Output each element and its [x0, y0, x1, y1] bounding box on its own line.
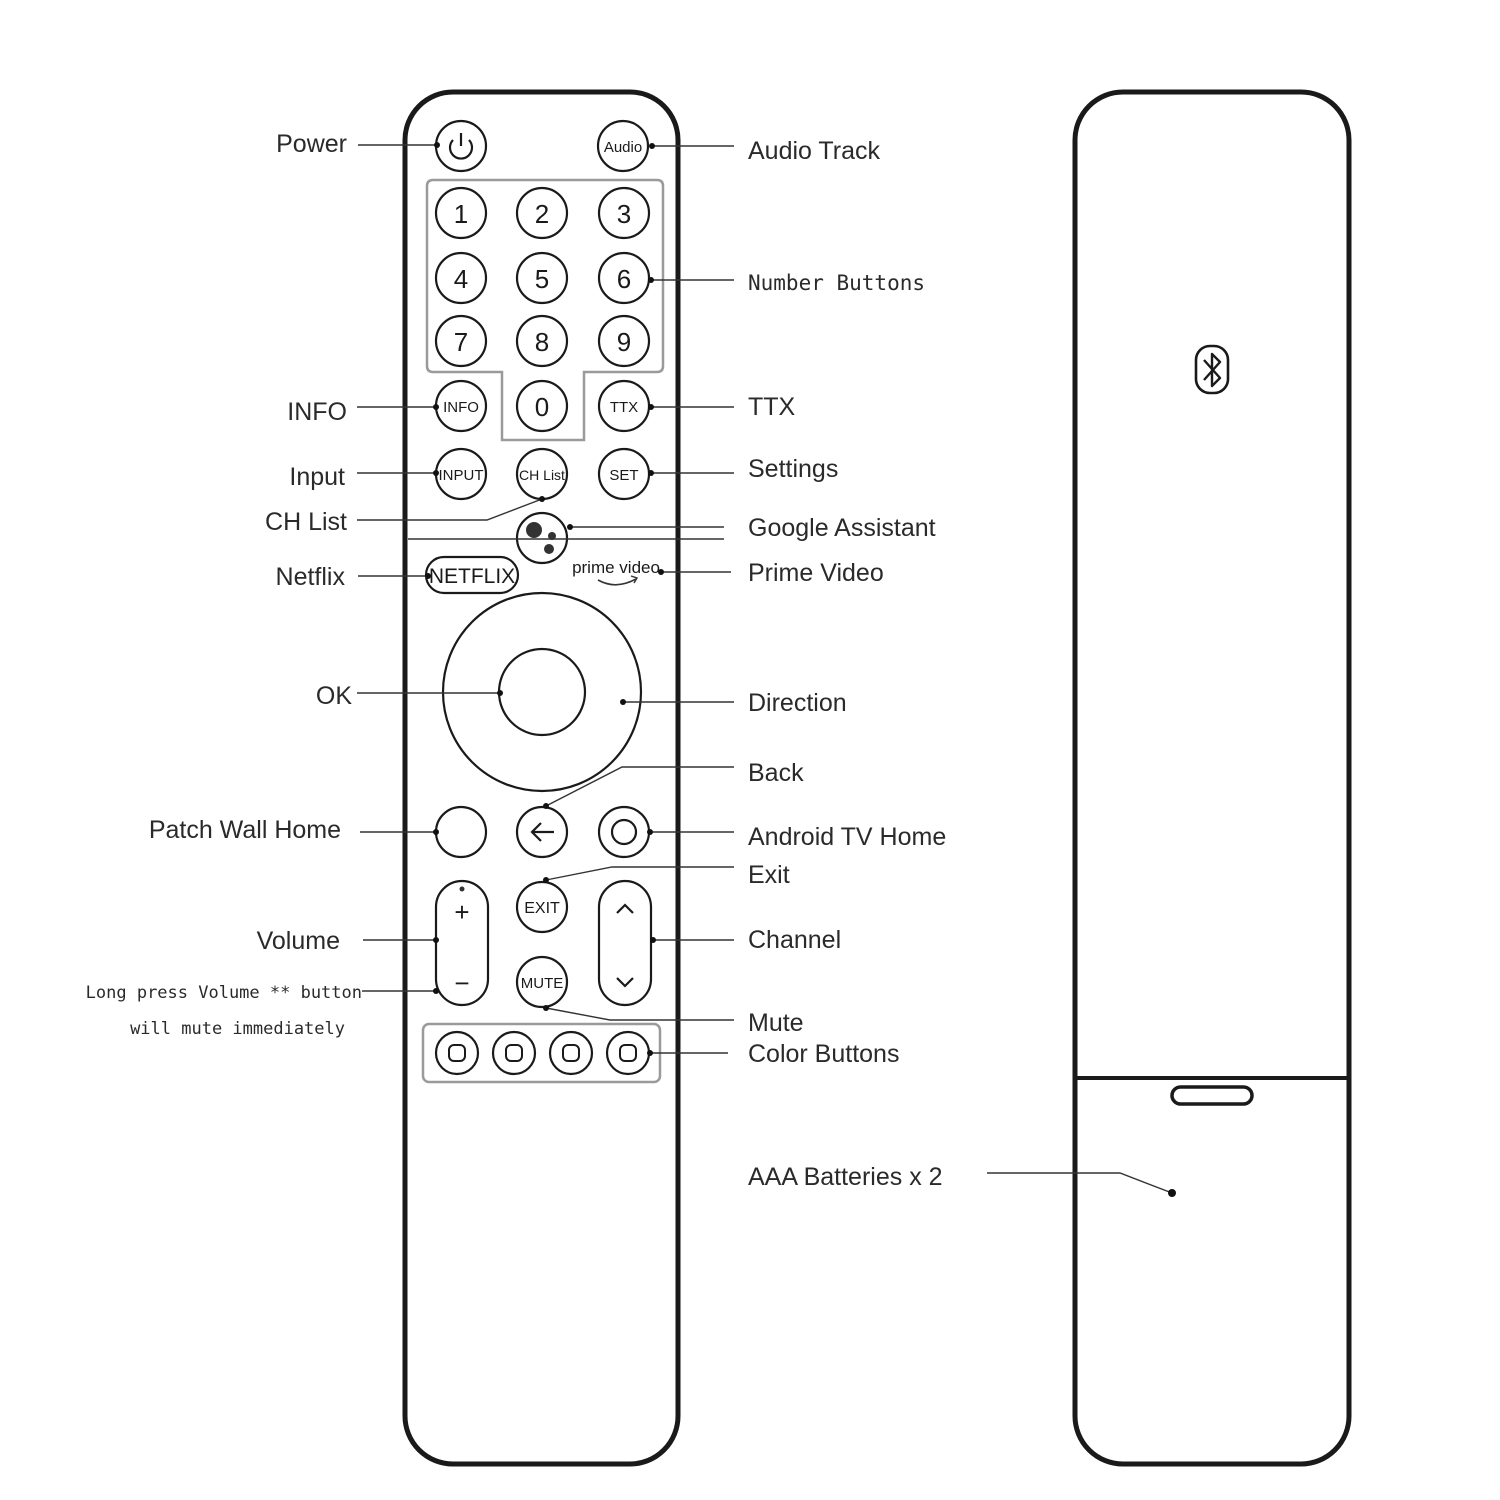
label-mute: Mute: [748, 1009, 804, 1037]
info-button[interactable]: INFO: [434, 379, 488, 433]
ttx-button-label: TTX: [610, 399, 638, 416]
prime-video-button-label: prime video: [572, 558, 660, 577]
color-button-2[interactable]: [491, 1030, 537, 1076]
number-6-label: 6: [617, 264, 631, 294]
label-android-tv-home: Android TV Home: [748, 823, 946, 851]
label-direction: Direction: [748, 689, 847, 717]
set-button[interactable]: SET: [597, 447, 651, 501]
number-3-label: 3: [617, 199, 631, 229]
android-tv-home-button[interactable]: [597, 805, 651, 859]
ch-list-button-label: CH List: [519, 467, 565, 483]
label-color-buttons: Color Buttons: [748, 1040, 899, 1068]
patch-wall-home-button[interactable]: [434, 805, 488, 859]
number-7-label: 7: [454, 327, 468, 357]
number-button-8[interactable]: 8: [515, 314, 569, 368]
number-button-7[interactable]: 7: [434, 314, 488, 368]
ch-list-button[interactable]: CH List: [515, 447, 569, 501]
number-button-2[interactable]: 2: [515, 186, 569, 240]
google-assistant-button[interactable]: [515, 511, 569, 565]
label-ok: OK: [316, 682, 352, 710]
channel-rocker[interactable]: [597, 879, 653, 1007]
ttx-button[interactable]: TTX: [597, 379, 651, 433]
color-button-3[interactable]: [548, 1030, 594, 1076]
remote-back-body: [1072, 89, 1352, 1467]
ok-button[interactable]: [497, 647, 587, 737]
mute-button[interactable]: MUTE: [515, 955, 569, 1009]
label-ttx: TTX: [748, 393, 796, 421]
number-button-9[interactable]: 9: [597, 314, 651, 368]
number-5-label: 5: [535, 264, 549, 294]
volume-minus-label: −: [454, 968, 469, 998]
audio-button[interactable]: Audio: [596, 119, 650, 173]
volume-rocker[interactable]: + −: [434, 879, 490, 1007]
number-button-4[interactable]: 4: [434, 251, 488, 305]
number-button-5[interactable]: 5: [515, 251, 569, 305]
google-assistant-icon: [526, 522, 556, 554]
volume-note-line1: Long press Volume ** button: [86, 983, 362, 1003]
label-exit: Exit: [748, 861, 790, 889]
number-4-label: 4: [454, 264, 468, 294]
label-number-buttons: Number Buttons: [748, 271, 925, 295]
number-pad-outline: [425, 178, 665, 442]
power-button[interactable]: [434, 119, 488, 173]
input-button[interactable]: INPUT: [434, 447, 488, 501]
prime-smile-icon: [597, 578, 637, 586]
label-power: Power: [276, 130, 347, 158]
number-button-6[interactable]: 6: [597, 251, 651, 305]
label-back: Back: [748, 759, 804, 787]
input-button-label: INPUT: [439, 467, 484, 484]
color-button-1[interactable]: [434, 1030, 480, 1076]
number-button-1[interactable]: 1: [434, 186, 488, 240]
back-arrow-icon: [530, 822, 554, 842]
label-input: Input: [289, 463, 345, 491]
label-aaa-batteries: AAA Batteries x 2: [748, 1163, 943, 1191]
label-ch-list: CH List: [265, 508, 347, 536]
label-info: INFO: [287, 398, 347, 426]
info-button-label: INFO: [443, 399, 479, 416]
number-0-label: 0: [535, 392, 549, 422]
color-button-4[interactable]: [605, 1030, 651, 1076]
battery-cover-latch[interactable]: [1170, 1085, 1254, 1106]
bluetooth-icon: [1194, 344, 1230, 395]
volume-note-line2: will mute immediately: [130, 1019, 345, 1039]
number-8-label: 8: [535, 327, 549, 357]
exit-button-label: EXIT: [524, 900, 560, 917]
label-netflix: Netflix: [276, 563, 346, 591]
label-google-assistant: Google Assistant: [748, 514, 936, 542]
mute-button-label: MUTE: [521, 975, 564, 992]
label-patch-wall-home: Patch Wall Home: [149, 816, 341, 844]
audio-button-label: Audio: [604, 139, 642, 156]
number-1-label: 1: [454, 199, 468, 229]
volume-plus-label: +: [454, 897, 469, 927]
power-icon: [448, 133, 474, 160]
number-button-3[interactable]: 3: [597, 186, 651, 240]
label-volume: Volume: [257, 927, 340, 955]
chevron-down-icon: [616, 977, 634, 988]
back-button[interactable]: [515, 805, 569, 859]
label-prime-video: Prime Video: [748, 559, 884, 587]
number-2-label: 2: [535, 199, 549, 229]
number-9-label: 9: [617, 327, 631, 357]
label-channel: Channel: [748, 926, 841, 954]
netflix-button[interactable]: NETFLIX: [424, 555, 520, 595]
number-button-0[interactable]: 0: [515, 379, 569, 433]
chevron-up-icon: [616, 903, 634, 914]
circle-home-icon: [610, 818, 638, 846]
netflix-button-label: NETFLIX: [429, 565, 515, 588]
exit-button[interactable]: EXIT: [515, 880, 569, 934]
prime-video-button[interactable]: prime video: [572, 558, 660, 586]
label-audio-track: Audio Track: [748, 137, 881, 165]
leader-lines: [357, 142, 1176, 1197]
set-button-label: SET: [609, 467, 638, 484]
label-settings: Settings: [748, 455, 838, 483]
